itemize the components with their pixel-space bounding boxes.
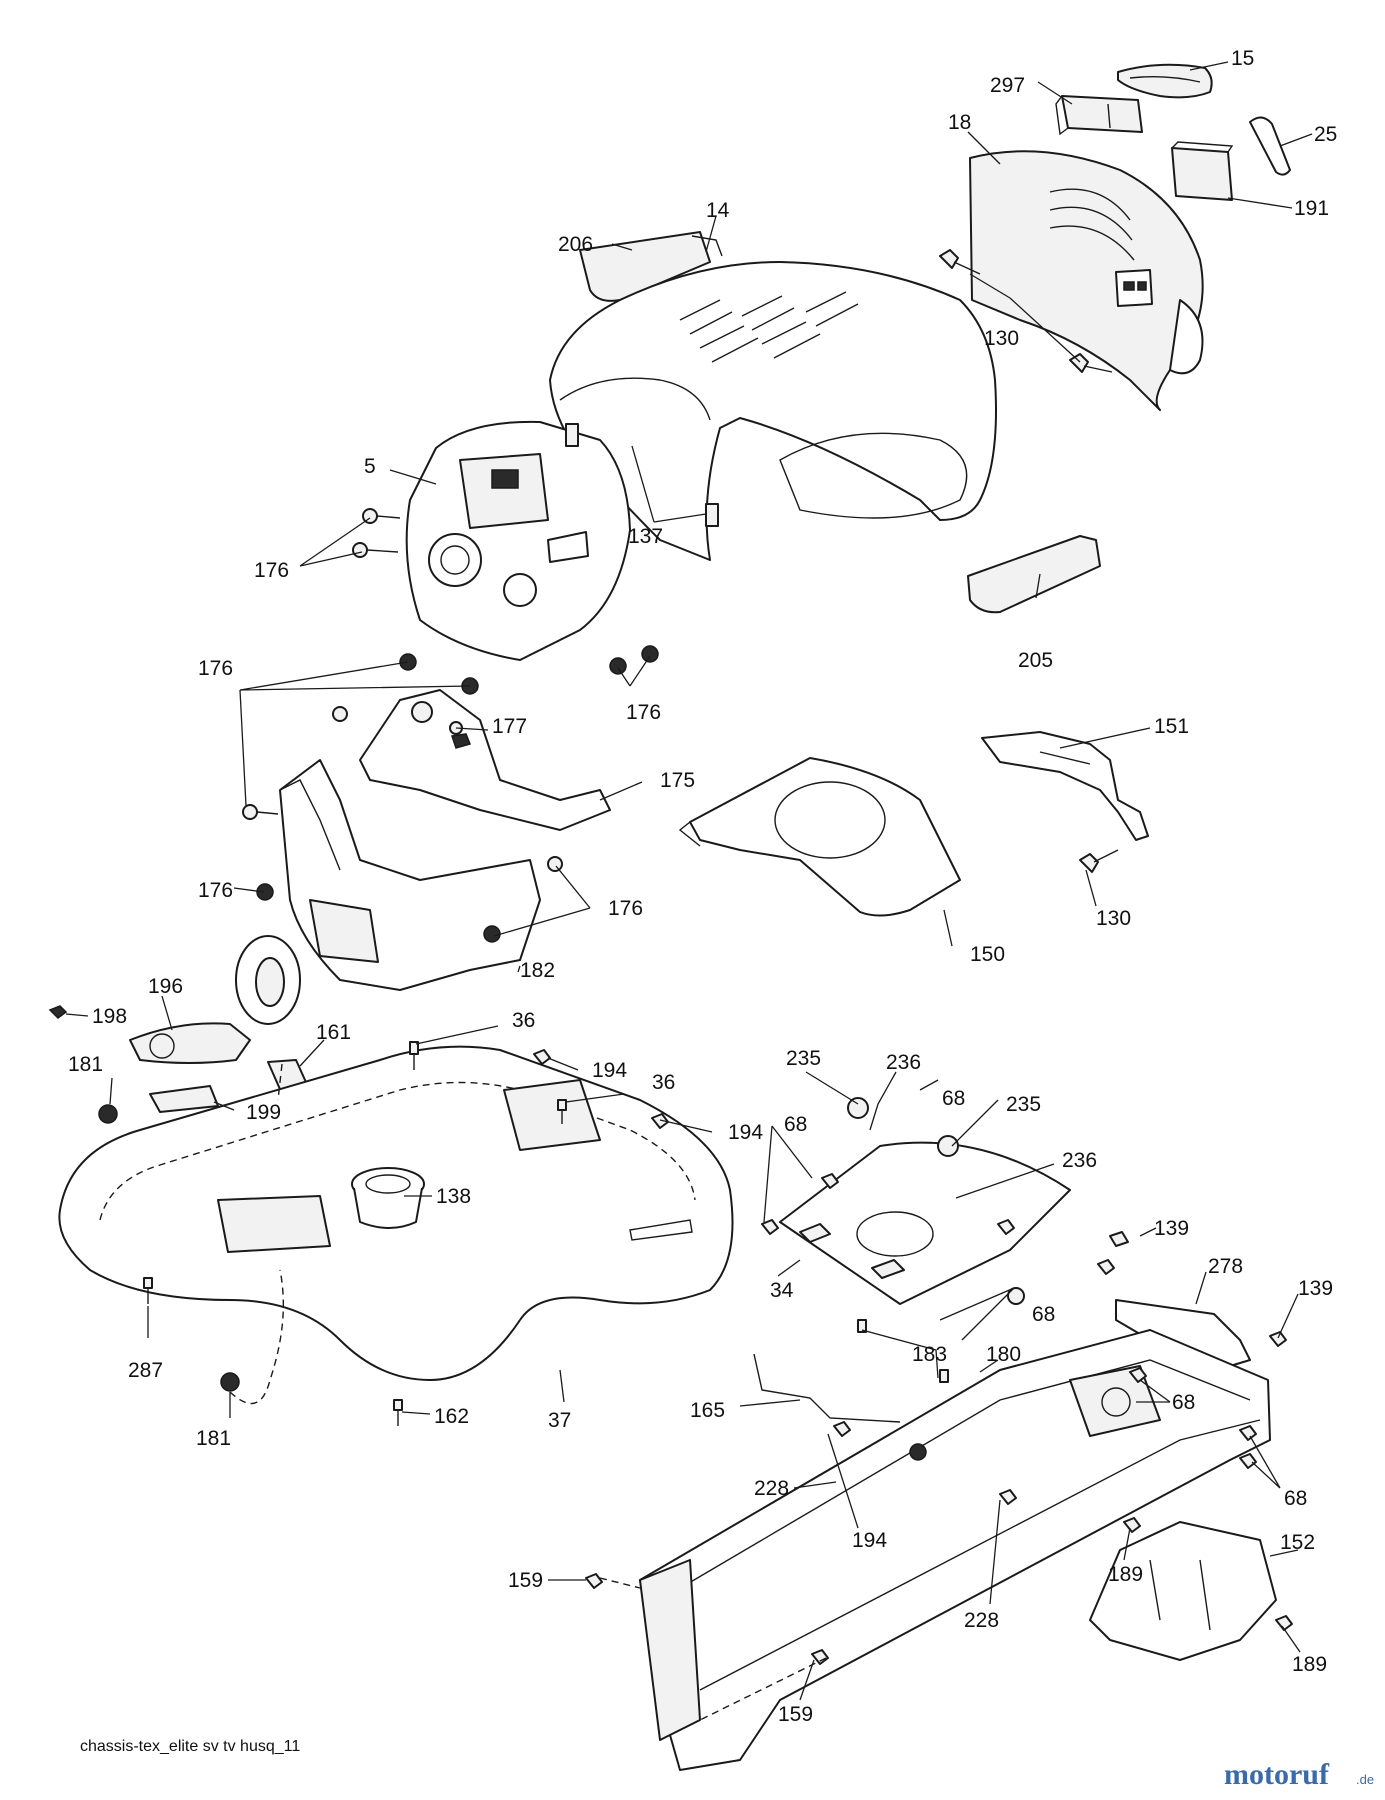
part-206-side-panel [579, 231, 723, 302]
label-part-236-a: 236 [886, 1051, 922, 1074]
label-part-181-b: 181 [196, 1427, 232, 1450]
label-part-176-e: 176 [608, 897, 644, 920]
part-165-rod [753, 1353, 901, 1423]
label-part-165: 165 [690, 1399, 726, 1422]
label-part-176-c: 176 [626, 701, 662, 724]
label-part-25: 25 [1314, 123, 1338, 146]
label-part-235-b: 235 [1006, 1093, 1042, 1116]
label-part-162: 162 [434, 1405, 470, 1428]
label-part-182: 182 [520, 959, 556, 982]
label-part-68-b: 68 [784, 1113, 808, 1136]
part-297-foam-block [1055, 95, 1143, 136]
label-part-198: 198 [92, 1005, 128, 1028]
part-180-main-frame [639, 1329, 1271, 1771]
label-part-176-a: 176 [254, 559, 290, 582]
part-196-panel [48, 1005, 251, 1064]
part-152-cover [1089, 1521, 1277, 1661]
label-part-151: 151 [1154, 715, 1190, 738]
label-part-150: 150 [970, 943, 1006, 966]
label-part-14: 14 [706, 199, 730, 222]
label-part-194-b: 194 [728, 1121, 764, 1144]
part-150-battery-tray [678, 757, 961, 917]
label-part-161: 161 [316, 1021, 352, 1044]
label-part-18: 18 [948, 111, 972, 134]
label-part-5: 5 [364, 455, 376, 478]
part-5-dashboard [405, 420, 631, 661]
label-part-152: 152 [1280, 1531, 1316, 1554]
label-part-228-a: 228 [754, 1477, 790, 1500]
part-34-plate [779, 1097, 1071, 1305]
label-part-278: 278 [1208, 1255, 1244, 1278]
label-part-159-b: 159 [778, 1703, 814, 1726]
label-part-180: 180 [986, 1343, 1022, 1366]
part-176-fasteners-lower [242, 706, 563, 943]
label-part-37: 37 [548, 1409, 572, 1432]
label-part-159-a: 159 [508, 1569, 544, 1592]
label-part-68-a: 68 [942, 1087, 966, 1110]
label-part-36-b: 36 [652, 1071, 676, 1094]
label-part-228-b: 228 [964, 1609, 1000, 1632]
part-14-hood [549, 261, 997, 561]
label-part-177: 177 [492, 715, 528, 738]
label-part-236-b: 236 [1062, 1149, 1098, 1172]
part-130-screws [939, 249, 1119, 873]
label-part-199: 199 [246, 1101, 282, 1124]
label-part-287: 287 [128, 1359, 164, 1382]
connector-dashes [229, 1063, 827, 1721]
label-part-130-lower: 130 [1096, 907, 1132, 930]
label-part-194-c: 194 [852, 1529, 888, 1552]
part-182-lower-shroud [279, 759, 541, 991]
label-part-196: 196 [148, 975, 184, 998]
label-part-130-upper: 130 [984, 327, 1020, 350]
label-part-191: 191 [1294, 197, 1330, 220]
label-part-139-a: 139 [1154, 1217, 1190, 1240]
label-part-189-b: 189 [1292, 1653, 1328, 1676]
label-part-175: 175 [660, 769, 696, 792]
watermark-logo: motoruf [1224, 1758, 1329, 1791]
leader-lines [65, 61, 1313, 1701]
hardware-screws [98, 1041, 1293, 1665]
label-part-15: 15 [1231, 47, 1255, 70]
label-part-181-a: 181 [68, 1053, 104, 1076]
label-part-297: 297 [990, 74, 1026, 97]
part-137-clips [565, 423, 719, 527]
label-part-176-b: 176 [198, 657, 234, 680]
label-part-183: 183 [912, 1343, 948, 1366]
label-part-68-c: 68 [1032, 1303, 1056, 1326]
label-part-139-b: 139 [1298, 1277, 1334, 1300]
part-18-front-grille [969, 150, 1204, 411]
part-199-plate [149, 1085, 219, 1113]
part-25-bracket [1249, 116, 1291, 176]
part-175-console-bracket [359, 689, 611, 831]
watermark-suffix: .de [1356, 1772, 1375, 1787]
label-part-205: 205 [1018, 649, 1054, 672]
part-151-bracket [981, 731, 1149, 841]
part-205-lower-panel [967, 535, 1101, 614]
part-15-hood-cap [1117, 63, 1213, 99]
label-part-68-e: 68 [1284, 1487, 1308, 1510]
part-278-bracket [1109, 1231, 1251, 1367]
part-138-boot [351, 1167, 425, 1229]
label-part-36-a: 36 [512, 1009, 536, 1032]
label-part-34: 34 [770, 1279, 794, 1302]
label-part-206: 206 [558, 233, 594, 256]
label-part-137: 137 [628, 525, 664, 548]
label-part-68-d: 68 [1172, 1391, 1196, 1414]
label-part-189-a: 189 [1108, 1563, 1144, 1586]
label-part-235-a: 235 [786, 1047, 822, 1070]
label-part-176-d: 176 [198, 879, 234, 902]
label-part-194-a: 194 [592, 1059, 628, 1082]
label-part-138: 138 [436, 1185, 472, 1208]
diagram-caption: chassis-tex_elite sv tv husq_11 [80, 1738, 301, 1755]
part-191-foam-block [1171, 141, 1234, 201]
